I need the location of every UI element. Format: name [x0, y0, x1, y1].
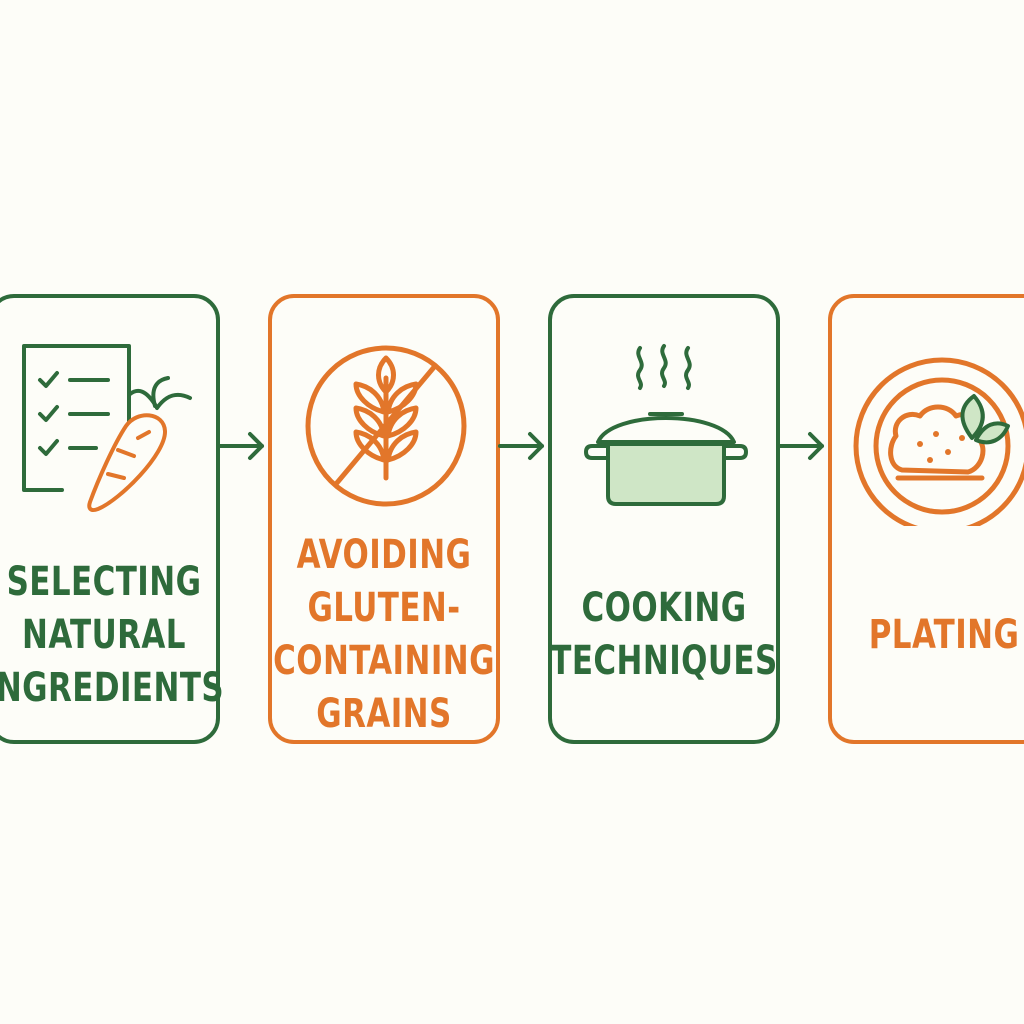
cooking-pot-icon — [584, 344, 748, 506]
step-label: COOKING TECHNIQUES — [550, 585, 778, 684]
right-arrow-icon — [498, 432, 544, 460]
right-arrow-icon — [218, 432, 264, 460]
right-arrow-icon — [778, 432, 824, 460]
step-card-plating: PLATING — [828, 294, 1024, 744]
step-label: AVOIDING GLUTEN- CONTAINING GRAINS — [273, 532, 495, 737]
step-label: PLATING — [868, 611, 1020, 658]
step-label: SELECTING NATURAL INGREDIENTS — [0, 558, 225, 711]
no-wheat-icon — [305, 345, 467, 507]
checklist-carrot-icon — [22, 344, 192, 513]
plated-dish-icon — [853, 357, 1024, 526]
step-card-cooking-techniques: COOKING TECHNIQUES — [548, 294, 780, 744]
step-card-avoiding-gluten: AVOIDING GLUTEN- CONTAINING GRAINS — [268, 294, 500, 744]
step-card-selecting-natural-ingredients: SELECTING NATURAL INGREDIENTS — [0, 294, 225, 744]
